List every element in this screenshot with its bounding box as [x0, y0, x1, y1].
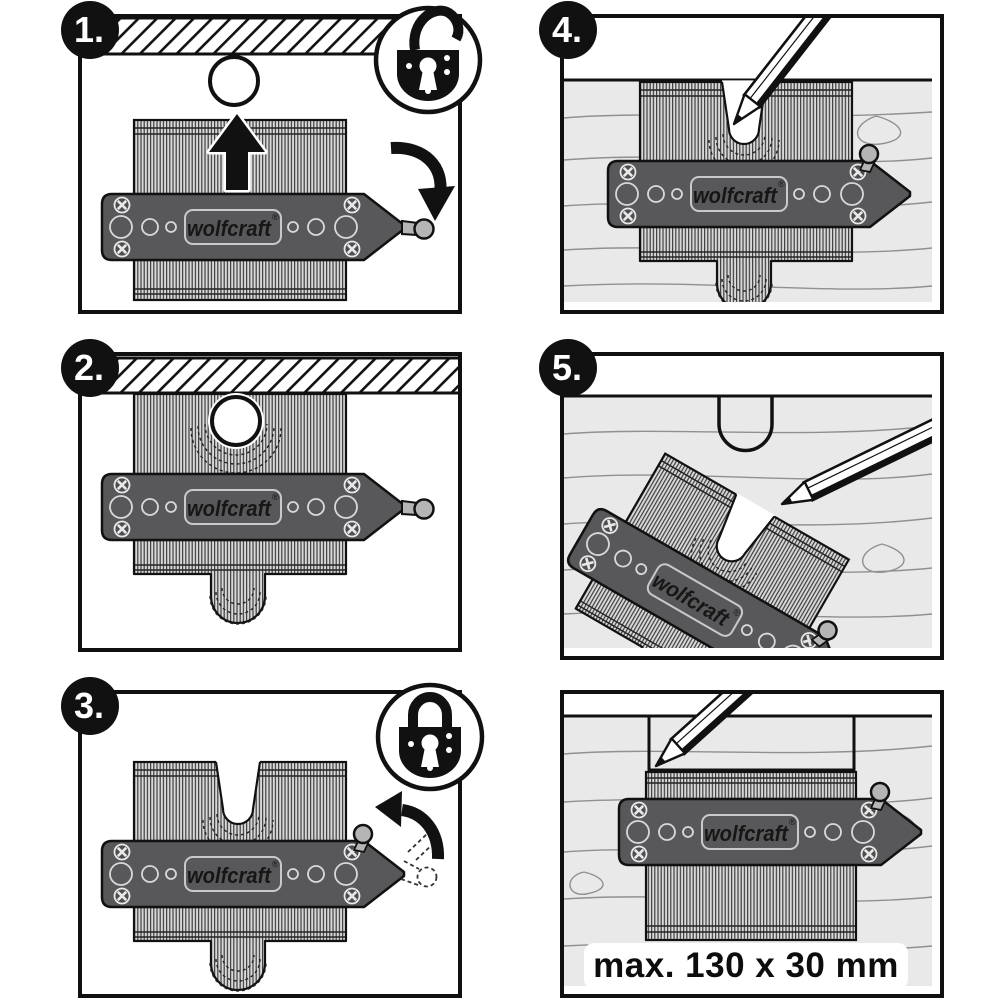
- ceiling-hatch: [82, 356, 458, 395]
- panel-step-2: [78, 352, 462, 652]
- step-badge-4: 4.: [539, 1, 597, 59]
- arrow-up-icon: [206, 111, 268, 193]
- panel-step-4: [560, 14, 944, 314]
- arrow-rotate-cw-icon: [390, 141, 455, 221]
- traced-contour: [717, 396, 774, 453]
- step-badge-5: 5.: [539, 339, 597, 397]
- traced-rectangle: [647, 716, 856, 772]
- step-badge-3: 3.: [61, 677, 119, 735]
- contour-gauge: [102, 760, 404, 991]
- step-badge-1: 1.: [61, 1, 119, 59]
- arrow-rotate-ccw-icon: [375, 791, 445, 860]
- step-badge-2: 2.: [61, 339, 119, 397]
- max-size-label: max. 130 x 30 mm: [584, 943, 908, 989]
- pipe-circle: [208, 55, 260, 107]
- contour-gauge: [102, 120, 434, 300]
- padlock-closed-icon: [375, 682, 485, 792]
- contour-gauge: [102, 393, 434, 624]
- panel-step-5: [560, 352, 944, 660]
- padlock-open-icon: [373, 5, 483, 115]
